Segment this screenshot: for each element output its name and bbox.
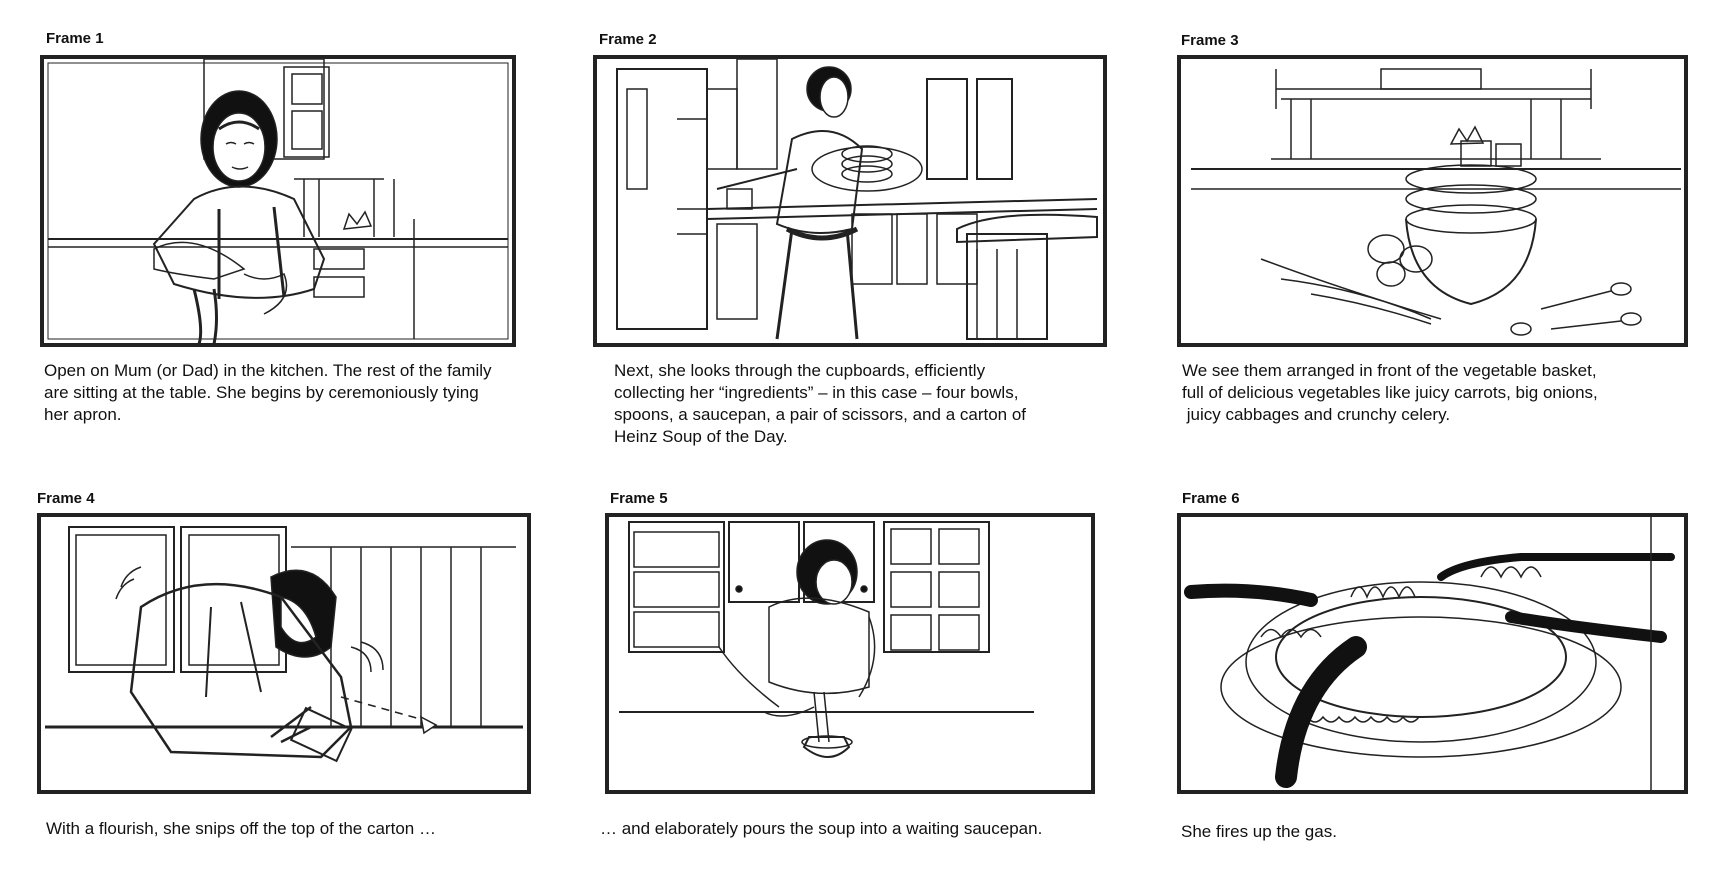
frame-title: Frame 5: [610, 490, 668, 507]
caption-line: spoons, a saucepan, a pair of scissors, …: [614, 405, 1027, 424]
caption-line: collecting her “ingredients” – in this c…: [614, 383, 1019, 402]
frame-2-illustration: [593, 55, 1107, 347]
caption-line: She fires up the gas.: [1181, 822, 1337, 841]
frame-5-illustration: [605, 513, 1095, 794]
frame-4-illustration: [37, 513, 531, 794]
frame-caption: Open on Mum (or Dad) in the kitchen. The…: [44, 360, 534, 426]
frame-title: Frame 4: [37, 490, 95, 507]
caption-line: … and elaborately pours the soup into a …: [600, 819, 1043, 838]
frame-title: Frame 2: [599, 31, 657, 48]
frame-caption: Next, she looks through the cupboards, e…: [614, 360, 1084, 448]
caption-line: Open on Mum (or Dad) in the kitchen. The…: [44, 361, 492, 380]
frame-caption: We see them arranged in front of the veg…: [1182, 360, 1682, 426]
frame-title: Frame 1: [46, 30, 104, 47]
frame-1-illustration: [40, 55, 516, 347]
caption-line: We see them arranged in front of the veg…: [1182, 361, 1597, 380]
frame-title: Frame 6: [1182, 490, 1240, 507]
caption-line: are sitting at the table. She begins by …: [44, 383, 479, 402]
frame-title: Frame 3: [1181, 32, 1239, 49]
caption-line: her apron.: [44, 405, 122, 424]
frame-6-illustration: [1177, 513, 1688, 794]
frame-caption: … and elaborately pours the soup into a …: [600, 818, 1100, 840]
caption-line: juicy cabbages and crunchy celery.: [1182, 405, 1451, 424]
frame-caption: With a flourish, she snips off the top o…: [46, 818, 526, 840]
caption-line: full of delicious vegetables like juicy …: [1182, 383, 1598, 402]
caption-line: With a flourish, she snips off the top o…: [46, 819, 436, 838]
frame-caption: She fires up the gas.: [1181, 821, 1581, 843]
caption-line: Next, she looks through the cupboards, e…: [614, 361, 986, 380]
caption-line: Heinz Soup of the Day.: [614, 427, 788, 446]
frame-3-illustration: [1177, 55, 1688, 347]
